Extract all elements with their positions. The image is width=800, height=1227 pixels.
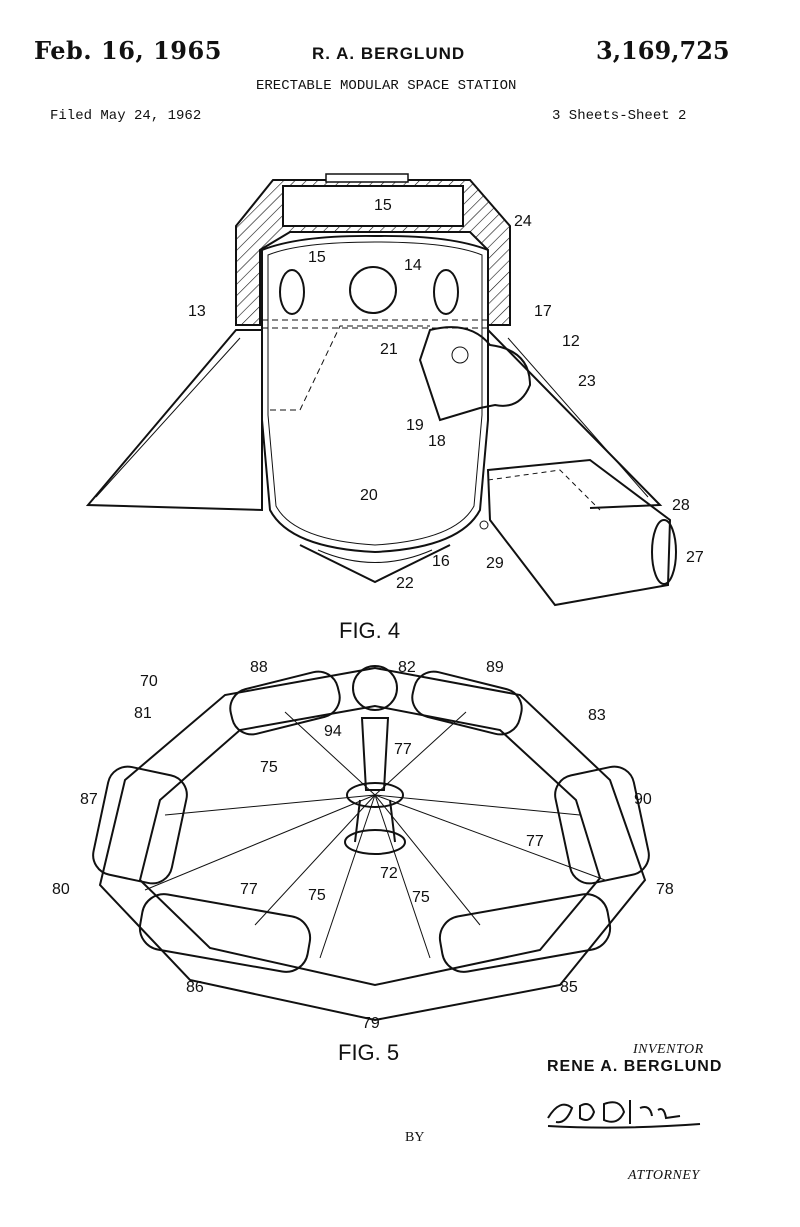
- fig4-ref: 15: [374, 197, 392, 214]
- fig5-ref: 80: [52, 881, 70, 898]
- fig5-ref: 77: [394, 741, 412, 758]
- fig4-ref: 18: [428, 433, 446, 450]
- fig5-center-hub: [346, 782, 404, 808]
- fig5-module-86: [138, 893, 312, 973]
- fig5-module-88: [229, 670, 341, 736]
- fig5-ref: 88: [250, 659, 268, 676]
- fig5-module-85: [438, 893, 612, 973]
- fig5-ref: 75: [308, 887, 326, 904]
- fig4-ref: 15: [308, 249, 326, 266]
- fig4-porthole-left: [279, 269, 305, 315]
- attorney-signature: [547, 1100, 701, 1129]
- fig5-module-87: [92, 765, 188, 885]
- fig5-ref: 72: [380, 865, 398, 882]
- fig5-ref: 86: [186, 979, 204, 996]
- fig5-ref: 75: [260, 759, 278, 776]
- fig4-airlock-tube: [486, 458, 672, 607]
- filed-date: Filed May 24, 1962: [50, 108, 202, 124]
- fig4-reference-numerals: 15 15 14 24 13 17 12 21 23 19 18 20 28 2…: [188, 197, 704, 592]
- fig5-module-89: [411, 670, 523, 736]
- fig5-ref: 75: [412, 889, 430, 906]
- fig5-module-90: [554, 765, 650, 885]
- fig4-ref: 19: [406, 417, 424, 434]
- fig5-ref: 77: [526, 833, 544, 850]
- fig4-control-wheel: [451, 346, 469, 364]
- fig4-ref: 16: [432, 553, 450, 570]
- fig5-ref: 94: [324, 723, 342, 740]
- fig4-ref: 17: [534, 303, 552, 320]
- fig5-ref: 89: [486, 659, 504, 676]
- fig5-ref: 77: [240, 881, 258, 898]
- fig4-ref: 20: [360, 487, 378, 504]
- inventor-header: R. A. BERGLUND: [312, 44, 466, 63]
- fig4-label: FIG. 4: [339, 618, 401, 643]
- fig5-label: FIG. 5: [338, 1040, 400, 1065]
- fig4-porthole-center: [349, 266, 397, 314]
- inventor-label: INVENTOR: [633, 1042, 704, 1057]
- fig5-ref: 79: [362, 1015, 380, 1032]
- fig5-ref: 78: [656, 881, 674, 898]
- fig5-ref: 70: [140, 673, 158, 690]
- fig5-ref: 81: [134, 705, 152, 722]
- fig5-ring-inner: [138, 704, 602, 987]
- fig5-ring-outer: [98, 666, 647, 1022]
- fig4-top-window: [282, 185, 464, 227]
- fig4-ref: 28: [672, 497, 690, 514]
- sheet-count: 3 Sheets-Sheet 2: [552, 108, 687, 124]
- fig4-hull: [261, 234, 489, 554]
- patent-title: ERECTABLE MODULAR SPACE STATION: [256, 78, 517, 94]
- fig4-drawing: [85, 173, 677, 607]
- fig4-ref: 13: [188, 303, 206, 320]
- fig5-spokes: [144, 711, 606, 959]
- fig5-ref: 82: [398, 659, 416, 676]
- fig5-ref: 90: [634, 791, 652, 808]
- fig4-ref: 24: [514, 213, 532, 230]
- fig5-ref: 85: [560, 979, 578, 996]
- fig4-ref: 21: [380, 341, 398, 358]
- fig4-left-wing: [85, 329, 263, 512]
- attorney-label: ATTORNEY: [628, 1168, 700, 1183]
- inventor-full-name: RENE A. BERGLUND: [547, 1058, 723, 1075]
- fig5-drawing: [92, 665, 650, 1022]
- fig4-ref: 29: [486, 555, 504, 572]
- by-label: BY: [405, 1130, 425, 1145]
- fig4-right-wing: [487, 329, 663, 509]
- fig5-ref: 83: [588, 707, 606, 724]
- fig4-top-plate: [325, 173, 409, 183]
- patent-date: Feb. 16, 1965: [34, 36, 222, 65]
- fig4-bottom-cone: [299, 544, 451, 584]
- fig4-ref: 23: [578, 373, 596, 390]
- patent-number: 3,169,725: [596, 36, 730, 65]
- fig4-porthole-right: [433, 269, 459, 315]
- fig4-ref: 27: [686, 549, 704, 566]
- fig4-pilot-seat: [418, 326, 532, 422]
- fig5-reference-numerals: 70 88 82 89 81 83 94 77 75 87 90 77 80 7…: [52, 659, 674, 1032]
- fig4-ref: 22: [396, 575, 414, 592]
- fig4-ref: 14: [404, 257, 422, 274]
- fig5-mast: [360, 717, 390, 791]
- fig5-top-hub: [352, 665, 398, 711]
- fig5-ref: 87: [80, 791, 98, 808]
- fig4-ref: 12: [562, 333, 580, 350]
